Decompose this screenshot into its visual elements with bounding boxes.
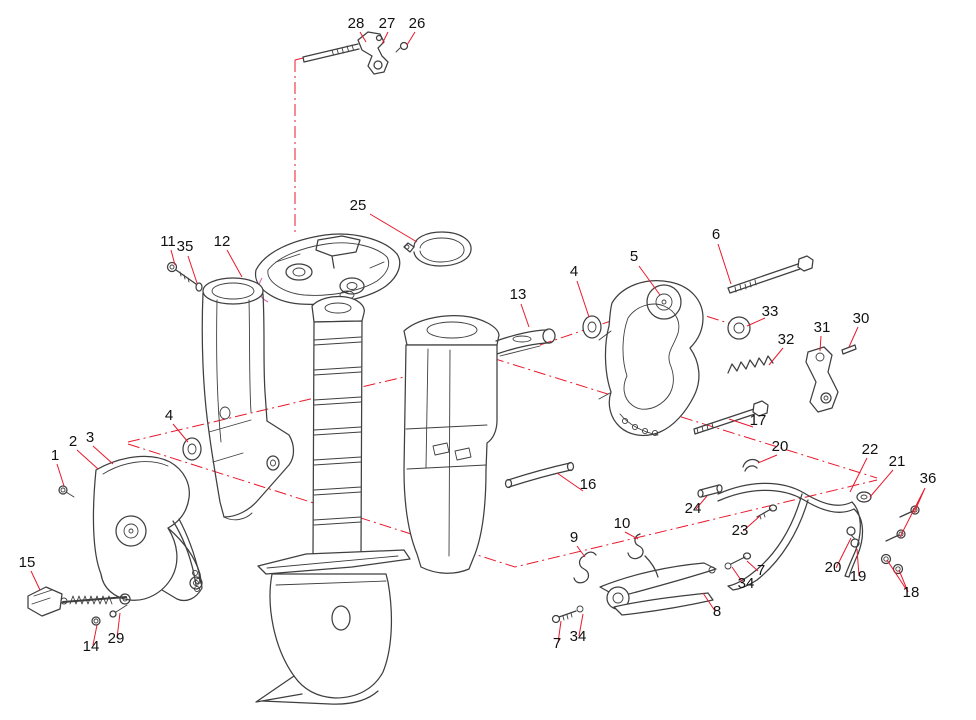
part-bolt-6 — [727, 255, 814, 294]
part-left-clamp-bracket — [27, 455, 203, 626]
callout-21: 21 — [889, 453, 906, 470]
part-pin-30 — [841, 344, 857, 355]
part-clamp-ring-25 — [403, 231, 472, 267]
part-bushing-24 — [697, 484, 723, 498]
part-rod-16 — [504, 461, 575, 489]
callout-30: 30 — [853, 310, 870, 327]
part-washer-4-right — [582, 315, 602, 339]
callout-11: 11 — [160, 233, 176, 250]
callout-17: 17 — [750, 412, 767, 429]
callout-34-left: 34 — [570, 628, 587, 645]
callout-26: 26 — [409, 15, 426, 32]
callout-14: 14 — [83, 638, 100, 655]
callout-25: 25 — [350, 197, 367, 214]
callout-4-right: 4 — [570, 263, 578, 280]
part-bolt-23 — [756, 504, 778, 520]
callout-13: 13 — [510, 286, 527, 303]
callout-5: 5 — [630, 248, 638, 265]
part-steering-link-assembly — [697, 458, 920, 591]
part-driveshaft-housing — [255, 295, 411, 705]
callout-20-bottom: 20 — [825, 559, 842, 576]
callout-31: 31 — [814, 319, 831, 336]
part-top-mount-plate — [255, 233, 401, 305]
alignment-axes — [127, 57, 878, 568]
callout-20-top: 20 — [772, 438, 789, 455]
callout-27: 27 — [379, 15, 396, 32]
callout-15: 15 — [19, 554, 36, 571]
part-bolt-11-washer-35 — [166, 261, 203, 292]
axis-lower-diamond — [127, 443, 878, 568]
part-transom-pad-15 — [27, 586, 63, 617]
callout-18: 18 — [903, 584, 920, 601]
callout-6: 6 — [712, 226, 720, 243]
part-clip-20-top — [742, 458, 760, 472]
part-washer-4-left — [182, 437, 202, 461]
part-bolt-26 — [399, 41, 409, 51]
part-spring-32 — [727, 355, 774, 374]
callout-labels: 28 27 26 25 11 35 12 4 5 6 13 33 32 31 3… — [19, 15, 937, 655]
callout-16: 16 — [580, 476, 597, 493]
part-bracket-31 — [805, 346, 839, 413]
callout-32: 32 — [778, 331, 795, 348]
callout-7-right: 7 — [757, 562, 765, 579]
part-screw-7-34-right — [724, 552, 752, 570]
callout-10: 10 — [614, 515, 631, 532]
part-spacers-19-20 — [846, 526, 860, 548]
part-swivel-tube-12 — [201, 277, 295, 521]
axis-steering-link-vertical — [294, 57, 304, 232]
callout-19: 19 — [850, 568, 867, 585]
callout-33: 33 — [762, 303, 779, 320]
callout-28: 28 — [348, 15, 365, 32]
callout-1: 1 — [51, 447, 59, 464]
bracket-boss — [646, 284, 682, 320]
part-clamp-bracket-5 — [598, 280, 704, 437]
callout-8: 8 — [713, 603, 721, 620]
callout-24: 24 — [685, 500, 702, 517]
axis-bracket-bolt — [539, 302, 742, 346]
clamp-screw — [61, 595, 128, 604]
part-screw-7-34-left — [551, 605, 584, 624]
part-spring-10 — [627, 533, 659, 578]
part-washer-33 — [727, 316, 751, 340]
part-bolt-1 — [58, 485, 68, 495]
callout-35: 35 — [177, 238, 194, 255]
callout-7-left: 7 — [553, 635, 561, 652]
callout-36: 36 — [920, 470, 937, 487]
part-lock-lever-assembly — [551, 533, 752, 624]
part-bolts-36 — [885, 505, 920, 542]
part-bolt-29 — [109, 610, 117, 618]
callout-29: 29 — [108, 630, 125, 647]
callout-2: 2 — [69, 433, 77, 450]
part-spring-9 — [573, 551, 597, 584]
callout-12: 12 — [214, 233, 231, 250]
callout-4-left: 4 — [165, 407, 173, 424]
callout-3: 3 — [86, 429, 94, 446]
callout-22: 22 — [862, 441, 879, 458]
callout-23: 23 — [732, 522, 749, 539]
axis-upper-diamond — [127, 356, 878, 479]
leader-lines — [30, 31, 926, 646]
part-bolt-17 — [693, 400, 769, 435]
callout-9: 9 — [570, 529, 578, 546]
part-bushing-21 — [856, 491, 872, 503]
callout-34-right: 34 — [738, 575, 755, 592]
part-nut-14 — [91, 616, 101, 626]
part-steering-link-joint — [302, 31, 409, 75]
part-steering-housing-13 — [403, 315, 556, 574]
